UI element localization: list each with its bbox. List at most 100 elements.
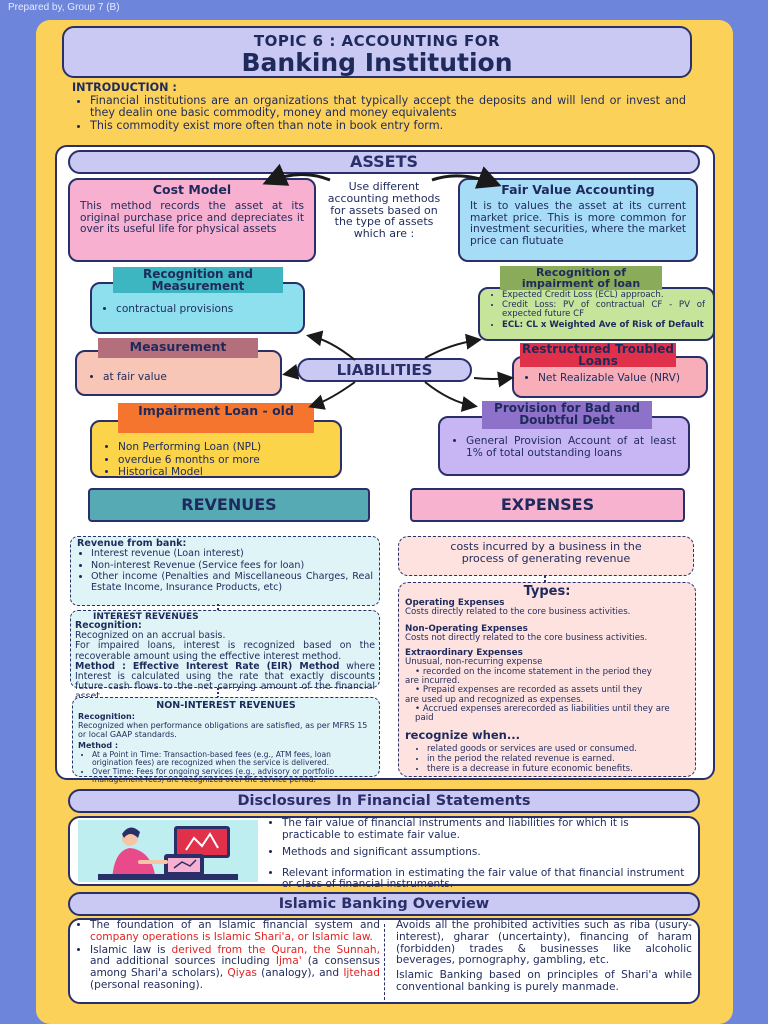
disclosures-list: The fair value of financial instruments … [268,817,688,892]
islamic-p2i: (personal reasoning). [90,978,203,991]
expense-types-box: Types: Operating Expenses Costs directly… [398,582,696,777]
extraordinary-line: • Accrued expenses arerecorded as liabil… [415,703,670,724]
provision-bullet: General Provision Account of at least 1%… [466,435,676,459]
revenue-from-bank-box: Revenue from bank: Interest revenue (Loa… [70,536,380,606]
ecl-formula-bullet: ECL: CL x Weighted Ave of Risk of Defaul… [502,320,705,330]
extraordinary-t1: are incurred. [405,676,460,687]
introduction: INTRODUCTION : Financial institutions ar… [72,81,686,133]
islamic-p2b: derived from the Quran, the Sunnah, [171,943,380,956]
restructured-bullet: Net Realizable Value (NRV) [538,372,696,385]
disclosure-bullet: The fair value of financial instruments … [282,817,688,841]
islamic-left: The foundation of an Islamic financial s… [76,919,380,993]
impairment-old-bullet: Historical Model [118,466,328,479]
recognize-bullet: related goods or services are used or co… [427,744,689,754]
interest-revenues-box: INTEREST REVENUES Recognition: Recognize… [70,610,380,702]
islamic-p2e: (a consensus among Shari'a scholars), [90,955,380,980]
cost-model-title: Cost Model [152,182,232,197]
interest-line: Recognized on an accrual basis. [75,630,226,642]
non-operating-title: Non-Operating Expenses [405,623,528,634]
disclosure-bullet: Relevant information in estimating the f… [282,867,688,891]
extraordinary-line: • recorded on the income statement in th… [415,666,652,677]
disclosure-bullet: Methods and significant assumptions. [282,846,688,859]
extraordinary-text: Unusual, non-recurring expense [405,657,543,668]
islamic-p2h: Ijtehad [343,967,380,980]
interest-recognition-label: Recognition: [75,620,142,631]
extraordinary-b1: recorded on the income statement in the … [422,666,652,677]
restructured-title: Restructured Troubled Loans [520,343,676,367]
islamic-divider [384,924,385,1000]
cl-bullet: Credit Loss: PV of contractual CF - PV o… [502,300,705,319]
provision-title: Provision for Bad and Doubtful Debt [482,401,652,429]
intro-bullet: Financial institutions are an organizati… [90,94,686,120]
islamic-right-p2: Islamic Banking based on principles of S… [396,969,692,993]
non-interest-title: NON-INTEREST REVENUES [156,700,296,711]
impairment-old-bullet: overdue 6 months or more [118,454,328,467]
revenue-bullet: Interest revenue (Loan interest) [91,548,373,559]
liabilities-banner: LIABILITIES [297,358,472,382]
recognition-bullet: contractual provisions [116,303,293,316]
revenue-from-bank-title: Revenue from bank: [77,538,187,549]
ecl-bullet: Expected Credit Loss (ECL) approach. [502,290,705,300]
extraordinary-b3: Accrued expenses arerecorded as liabilit… [415,703,670,724]
fair-value-title: Fair Value Accounting [501,182,655,197]
islamic-p2f: Qiyas [227,967,257,980]
fair-value-text: It is to values the asset at its current… [470,200,686,247]
non-interest-bullet: At a Point in Time: Transaction-based fe… [92,750,374,767]
islamic-law: Islamic law is derived from the Quran, t… [90,943,380,992]
types-title: Types: [523,584,571,599]
revenue-bullet: Other income (Penalties and Miscellaneou… [91,572,373,593]
extraordinary-t2: are used up and recognized as expenses. [405,694,584,705]
islamic-p2a: Islamic law is [90,943,172,956]
islamic-p2c: and additional sources including [90,955,276,968]
recognition-title: Recognition and Measurement [113,267,283,293]
operating-title: Operating Expenses [405,598,505,608]
title-line2: Banking Institution [241,48,513,77]
non-interest-method-label: Method : [78,741,119,751]
extraordinary-line: • Prepaid expenses are recorded as asset… [415,685,643,696]
interest-revenues-title: INTEREST REVENUES [93,612,199,622]
operating-text: Costs directly related to the core busin… [405,607,631,618]
interest-line: For impaired loans, interest is recogniz… [75,640,375,662]
title-line1: TOPIC 6 : ACCOUNTING FOR [253,32,501,50]
non-operating-text: Costs not directly related to the core b… [405,632,648,643]
non-interest-box: NON-INTEREST REVENUES Recognition: Recog… [72,697,380,784]
title-box: TOPIC 6 : ACCOUNTING FOR Banking Institu… [62,26,692,78]
islamic-p2d: Ijma' [275,955,302,968]
islamic-p1a: The foundation of an Islamic financial s… [90,919,380,931]
revenue-bullet: Non-interest Revenue (Service fees for l… [91,560,373,571]
extraordinary-title: Extraordinary Expenses [405,648,523,659]
impairment-old-bullet: Non Performing Loan (NPL) [118,441,328,454]
islamic-p2g: (analogy), and [256,967,344,980]
cost-model-box: Cost Model This method records the asset… [68,178,316,262]
non-interest-bullet: Over Time: Fees for ongoing services (e.… [92,767,374,784]
cost-model-text: This method records the asset at its ori… [80,200,304,235]
measurement-bullet: at fair value [103,371,268,384]
extraordinary-b2: Prepaid expenses are recorded as assets … [422,685,643,696]
islamic-right: Avoids all the prohibited activities suc… [396,919,692,994]
disclosures-banner: Disclosures In Financial Statements [68,789,700,813]
expenses-banner: EXPENSES [410,488,685,522]
person-computer-illustration [78,820,258,882]
islamic-banner: Islamic Banking Overview [68,892,700,916]
assets-center-text: Use different accounting methods for ass… [327,180,441,241]
impairment-recognition-box: Expected Credit Loss (ECL) approach. Cre… [478,287,715,341]
intro-heading: INTRODUCTION : [72,81,177,94]
non-interest-recognition-text: Recognized when performance obligations … [78,721,368,739]
non-interest-recognition-label: Recognition: [78,712,135,722]
islamic-p1b: company operations is Islamic Shari'a, o… [90,930,373,943]
islamic-right-p1: Avoids all the prohibited activities suc… [396,919,692,967]
impairment-old-title: Impairment Loan - old [118,403,314,433]
recognize-title: recognize when... [405,727,520,742]
impairment-recognition-title: Recognition of impairment of loan [500,266,662,290]
revenues-banner: REVENUES [88,488,370,522]
prepared-by: Prepared by, Group 7 (B) [8,2,120,13]
interest-method-text: where Interest is calculated using the r… [75,660,375,702]
measurement-title: Measurement [98,338,258,358]
expenses-definition: costs incurred by a business in the proc… [398,536,694,576]
interest-method-label: Method : Effective Interest Rate (EIR) M… [75,660,340,672]
intro-bullet: This commodity exist more often than not… [90,119,686,133]
recognize-bullet: there is a decrease in future economic b… [427,764,689,774]
islamic-foundation: The foundation of an Islamic financial s… [90,919,380,944]
recognize-bullet: in the period the related revenue is ear… [427,754,689,764]
fair-value-box: Fair Value Accounting It is to values th… [458,178,698,262]
